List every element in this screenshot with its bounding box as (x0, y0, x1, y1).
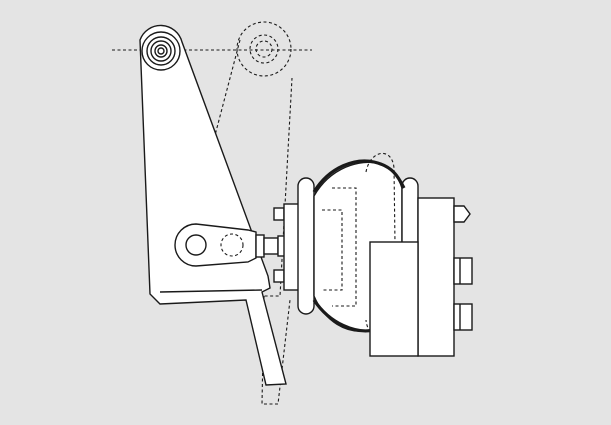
clevis (174, 223, 287, 267)
port-fittings (369, 197, 473, 357)
pivot-arm (139, 24, 287, 386)
pivot-nut (141, 31, 181, 71)
